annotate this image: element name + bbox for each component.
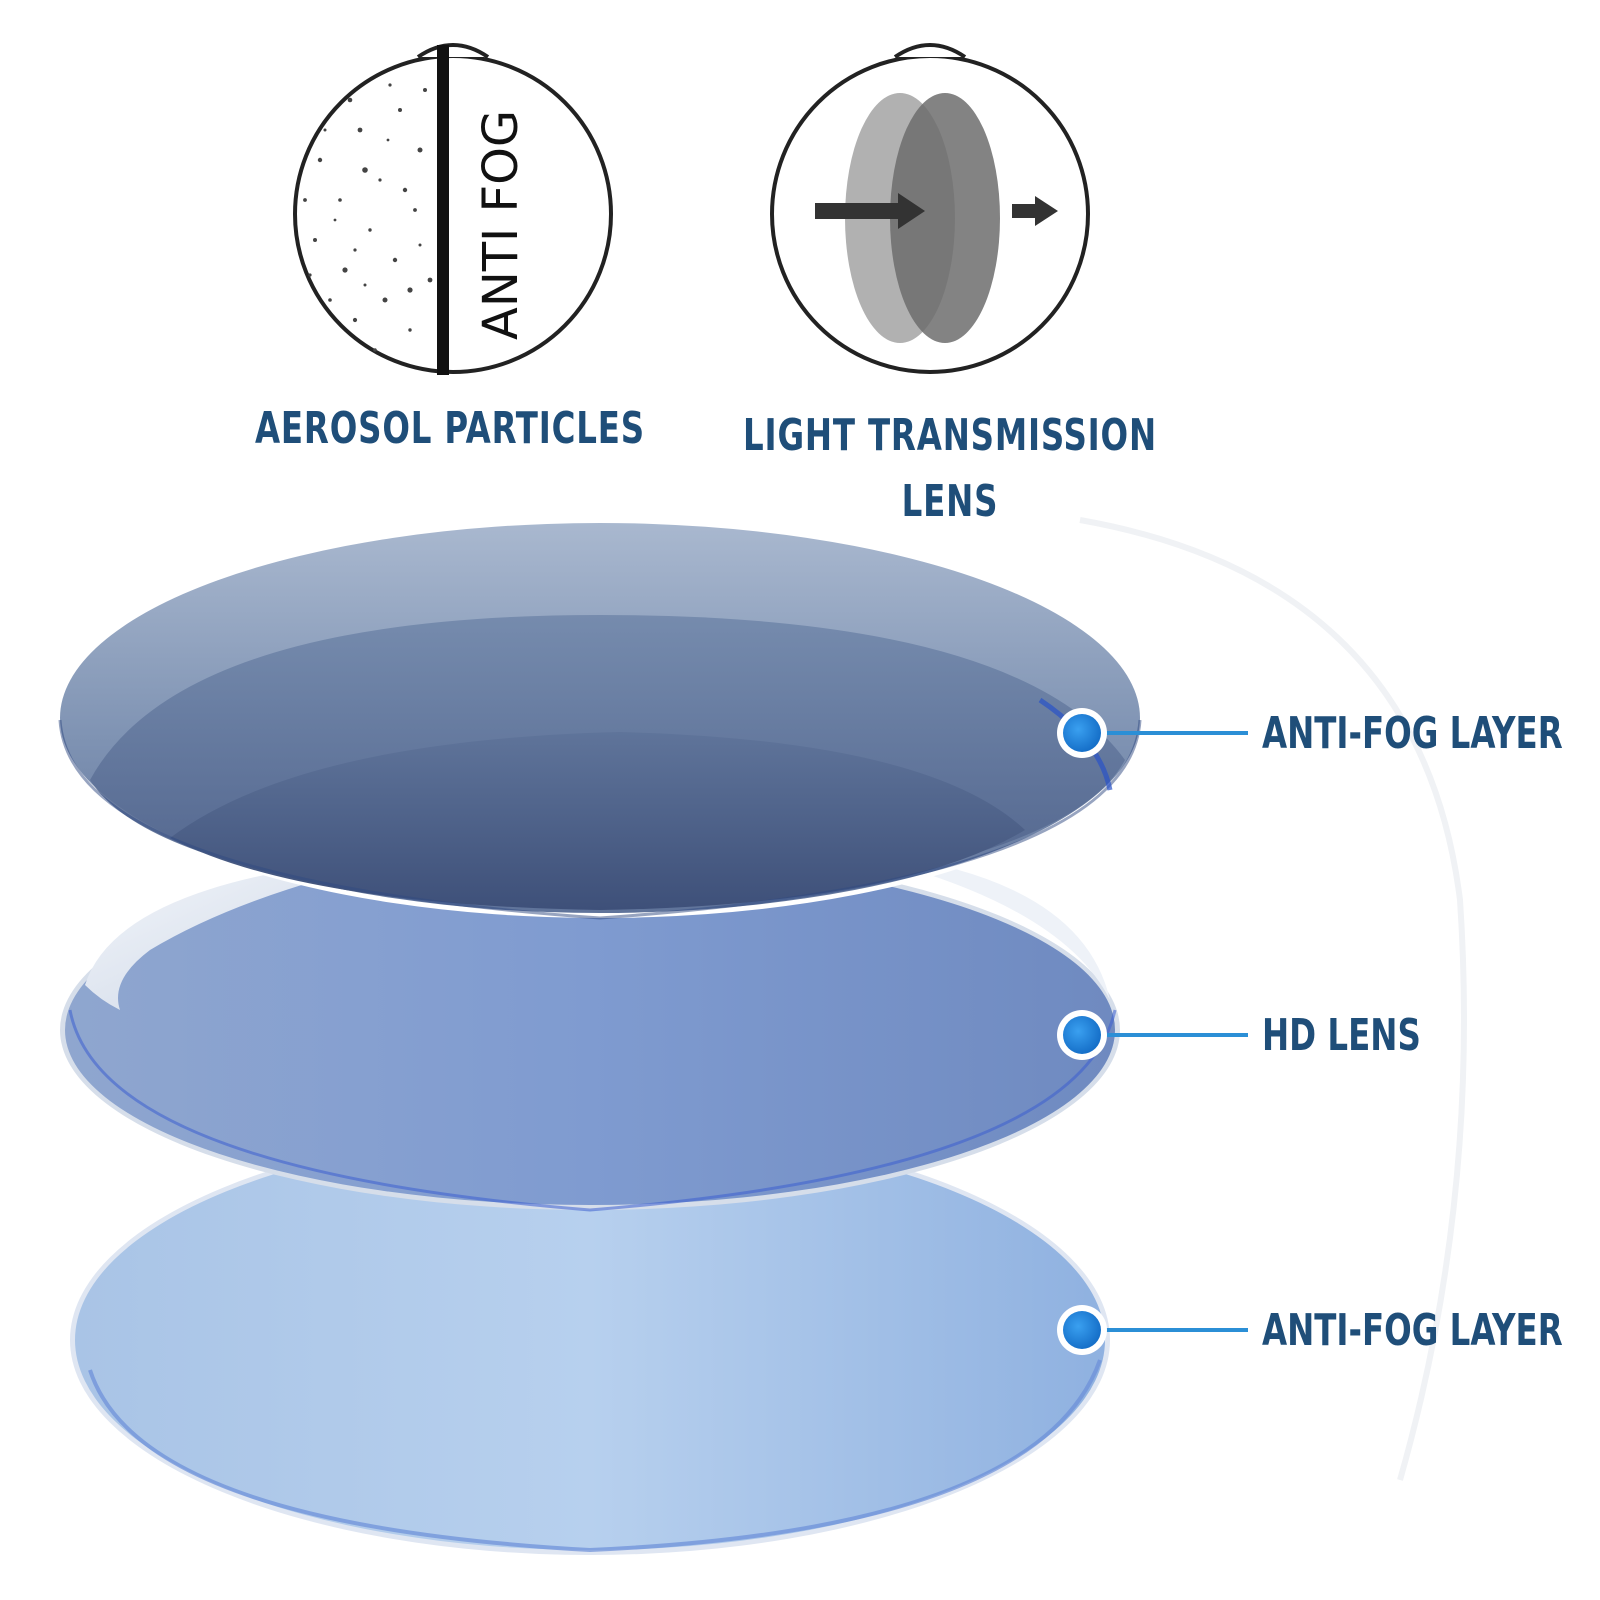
layer-label-hd-lens: HD LENS	[1262, 1010, 1421, 1061]
top-anti-fog-layer-disc	[55, 518, 1145, 920]
light-transmission-line1: LIGHT TRANSMISSION	[743, 410, 1157, 461]
aerosol-particles-label: AEROSOL PARTICLES	[254, 403, 646, 454]
bottom-anti-fog-layer-disc	[70, 1125, 1110, 1555]
anti-fog-particles-icon: ANTI FOG	[293, 43, 613, 375]
light-transmission-line2: LENS	[901, 476, 999, 527]
marker-anti-fog-top	[1057, 708, 1248, 758]
anti-fog-icon-text: ANTI FOG	[473, 110, 529, 340]
light-transmission-icon	[770, 43, 1090, 374]
layer-label-anti-fog-top: ANTI-FOG LAYER	[1262, 708, 1563, 759]
light-transmission-caption: LIGHT TRANSMISSION LENS	[737, 403, 1163, 535]
marker-anti-fog-bottom	[1057, 1305, 1248, 1355]
layer-label-anti-fog-bottom: ANTI-FOG LAYER	[1262, 1305, 1563, 1356]
hd-lens-disc	[60, 850, 1120, 1212]
aerosol-particles-caption: AEROSOL PARTICLES	[245, 403, 655, 454]
marker-hd-lens	[1057, 1010, 1248, 1060]
